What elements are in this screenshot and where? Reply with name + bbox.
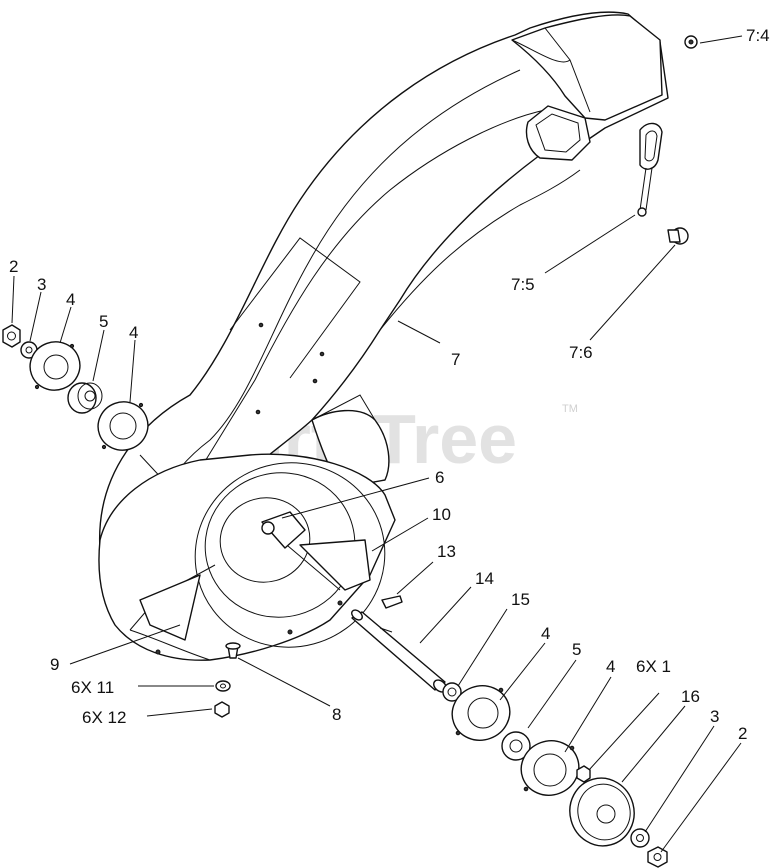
discharge-chute (99, 11, 669, 635)
callout-14: 14 (475, 569, 494, 588)
callout-15: 15 (511, 590, 530, 609)
leader-lines (11, 35, 743, 853)
callout-6x11: 6X 11 (71, 678, 114, 697)
callout-7-6: 7:6 (569, 343, 593, 362)
chute-fastener-parts (637, 35, 698, 245)
callout-9: 9 (50, 655, 59, 674)
callout-2-right: 2 (738, 724, 747, 743)
callout-7-4: 7:4 (746, 26, 770, 45)
callout-6x12: 6X 12 (82, 708, 126, 727)
callout-4-right-a: 4 (541, 624, 550, 643)
left-bearing-stack (2, 324, 149, 451)
callout-3-right: 3 (710, 707, 719, 726)
callout-4-left-a: 4 (66, 290, 75, 309)
watermark-trademark: TM (562, 403, 578, 415)
callout-5-left: 5 (99, 312, 108, 331)
callout-13: 13 (437, 542, 456, 561)
callout-8: 8 (332, 705, 341, 724)
callout-16: 16 (681, 687, 700, 706)
callout-6: 6 (435, 468, 444, 487)
callout-3-left: 3 (37, 275, 46, 294)
callout-6x1: 6X 1 (636, 657, 671, 676)
callout-7: 7 (451, 350, 460, 369)
callout-7-5: 7:5 (511, 275, 535, 294)
callout-2-left: 2 (9, 257, 18, 276)
impeller-housing (98, 453, 396, 661)
washer-nut-small (214, 680, 231, 718)
callout-10: 10 (432, 505, 451, 524)
shaft-and-right-stack (351, 595, 668, 868)
callout-5-right: 5 (572, 640, 581, 659)
callout-4-right-b: 4 (606, 657, 615, 676)
callout-4-left-b: 4 (129, 323, 138, 342)
callout-labels: 2 3 4 5 4 7:4 7:5 7:6 7 6 10 13 14 15 4 … (9, 26, 770, 743)
